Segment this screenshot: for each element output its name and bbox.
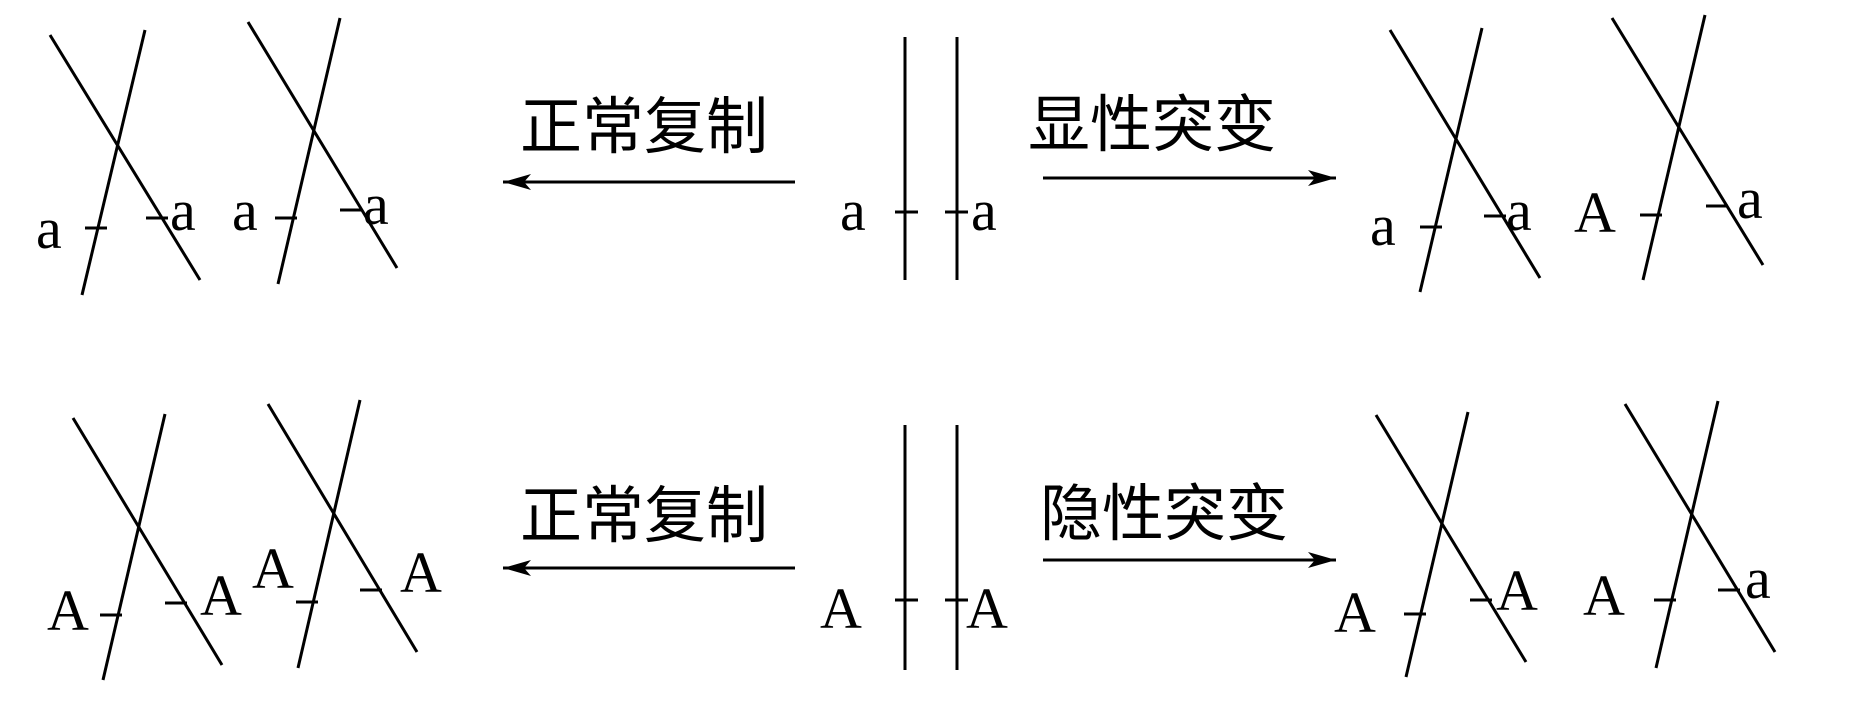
row1-center-chromosomes [895, 37, 968, 280]
allele-label: a [1745, 546, 1771, 611]
row2-center-chromosomes [895, 425, 968, 670]
allele-label: A [252, 536, 294, 601]
allele-label: A [400, 540, 442, 605]
row1-left-caption: 正常复制 [520, 94, 768, 162]
row1-left-chromatid-pair-1 [48, 29, 202, 296]
row2-left-chromatid-pair-1 [71, 413, 224, 681]
allele-label: a [232, 178, 258, 243]
allele-label: A [966, 576, 1008, 641]
allele-label: A [200, 563, 242, 628]
allele-label: A [820, 576, 862, 641]
allele-label: a [36, 196, 62, 261]
allele-label: A [1583, 563, 1625, 628]
allele-label: a [1370, 193, 1396, 258]
row2-right-chromatid-pair-1 [1374, 411, 1528, 678]
row2-right-caption: 隐性突变 [1040, 481, 1288, 549]
row2-right-chromatid-pair-2 [1623, 400, 1777, 669]
row1-left-chromatid-pair-2 [246, 17, 399, 285]
row2-left-chromatid-pair-2 [266, 399, 419, 669]
allele-label: A [1496, 558, 1538, 623]
allele-label: a [363, 172, 389, 237]
allele-label: a [1737, 166, 1763, 231]
allele-label: A [1334, 580, 1376, 645]
allele-label: a [170, 178, 196, 243]
allele-label: a [840, 178, 866, 243]
row1-right-chromatid-pair-2 [1610, 14, 1765, 281]
row1-right-caption: 显性突变 [1028, 92, 1276, 160]
allele-label: a [971, 178, 997, 243]
allele-label: A [1574, 180, 1616, 245]
allele-label: a [1506, 178, 1532, 243]
row1-right-chromatid-pair-1 [1388, 27, 1542, 293]
row2-left-caption: 正常复制 [520, 483, 768, 551]
allele-label: A [47, 578, 89, 643]
